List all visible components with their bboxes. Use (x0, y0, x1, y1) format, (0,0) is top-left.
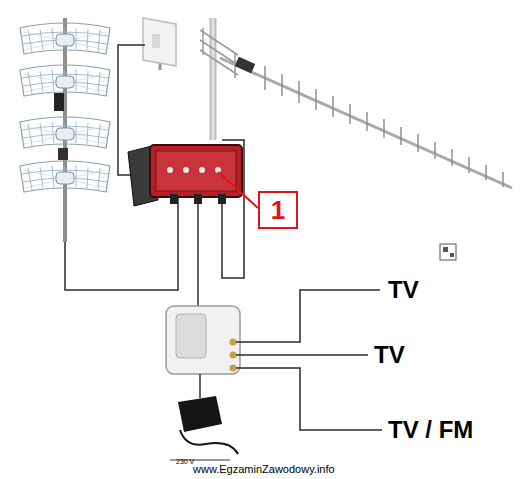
output-cables (200, 290, 382, 430)
panel-antenna (143, 18, 176, 70)
output-label: TV (374, 341, 405, 369)
output-label: TV / FM (388, 416, 473, 444)
watermark: www.EgzaminZawodowy.info (193, 463, 335, 475)
output-label: TV (388, 276, 419, 304)
power-adapter (170, 396, 238, 460)
combiner-box (128, 145, 258, 208)
callout-box: 1 (258, 191, 298, 229)
qr-icon (440, 244, 456, 260)
antenna-cables (65, 45, 244, 308)
callout-number: 1 (271, 195, 285, 226)
voltage-label: 230 V (176, 458, 194, 465)
amplifier (166, 306, 240, 374)
yagi-antenna (200, 18, 512, 188)
grid-antenna (20, 18, 110, 242)
